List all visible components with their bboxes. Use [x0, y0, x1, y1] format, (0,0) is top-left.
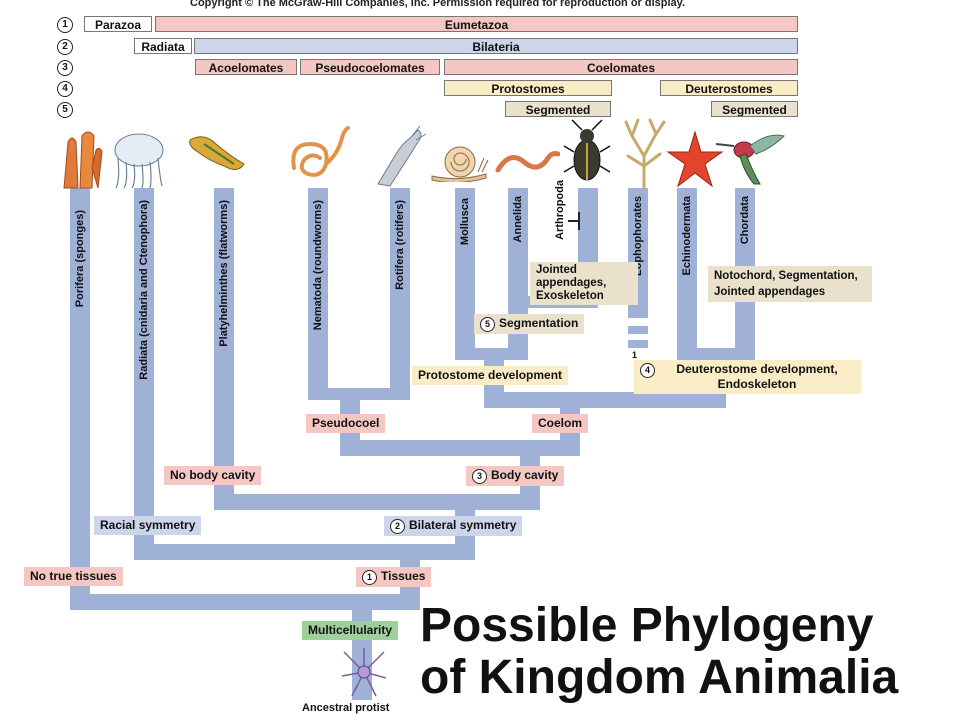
join-coelomates	[484, 392, 726, 408]
title-line-2: of Kingdom Animalia	[420, 651, 899, 704]
node-deuterostome-development: 4 Deuterostome development, Endoskeleton	[634, 360, 861, 394]
row-number-1: 1	[57, 17, 73, 33]
segmentation-label: Segmentation	[499, 316, 579, 330]
ancestral-protist-label: Ancestral protist	[302, 702, 390, 714]
jellyfish-icon	[114, 133, 164, 189]
roundworm-icon	[291, 126, 350, 177]
taxon-mollusca: Mollusca	[459, 198, 471, 246]
taxon-radiata: Radiata (cnidaria and Ctenophora)	[138, 200, 150, 380]
row-number-4: 4	[57, 81, 73, 97]
body-cavity-label: Body cavity	[491, 468, 559, 482]
taxon-echinodermata: Echinodermata	[681, 196, 693, 276]
row-number-5: 5	[57, 102, 73, 118]
deuterostome-number: 4	[640, 363, 655, 378]
bilateral-number: 2	[390, 519, 405, 534]
branch-mollusca	[455, 188, 475, 360]
join-animalia	[70, 594, 420, 610]
bilateria-bar: Bilateria	[194, 38, 798, 54]
sponge-icon	[63, 131, 103, 189]
branch-nematoda	[308, 188, 328, 398]
eumetazoa-bar: Eumetazoa	[155, 16, 798, 32]
snail-icon	[431, 146, 489, 182]
branch-porifera	[70, 188, 90, 608]
branch-platyhelminthes	[214, 188, 234, 508]
node-multicellularity: Multicellularity	[302, 621, 399, 640]
pseudocoelomates-bar: Pseudocoelomates	[300, 59, 440, 75]
arthropoda-tick	[568, 220, 580, 222]
beetle-icon	[563, 119, 611, 181]
tissues-label: Tissues	[381, 569, 426, 583]
node-no-true-tissues: No true tissues	[24, 567, 123, 586]
copyright-notice: Copyright © The McGraw-Hill Companies, I…	[190, 0, 686, 9]
flatworm-icon	[189, 136, 245, 170]
sea-star-icon	[666, 130, 724, 188]
segmented-deuterostome-bar: Segmented	[711, 101, 798, 117]
node-tissues: 1 Tissues	[356, 567, 432, 587]
branch-lophophorates-gap2	[628, 340, 648, 348]
taxon-porifera: Porifera (sponges)	[74, 210, 86, 308]
join-bilateral	[214, 494, 540, 510]
small-one-label: 1	[632, 350, 638, 360]
deuterostomes-bar: Deuterostomes	[660, 80, 798, 96]
rotifer-icon	[377, 125, 427, 187]
protostomes-bar: Protostomes	[444, 80, 612, 96]
node-jointed-appendages: Jointed appendages, Exoskeleton	[530, 262, 638, 305]
parazoa-bar: Parazoa	[84, 16, 152, 32]
join-eumetazoa	[134, 544, 475, 560]
taxon-arthropoda: Arthropoda	[554, 180, 566, 240]
join-body-cavity	[340, 440, 580, 456]
row-number-2: 2	[57, 39, 73, 55]
node-notochord: Notochord, Segmentation, Jointed appenda…	[708, 266, 872, 302]
taxon-chordata: Chordata	[739, 196, 751, 245]
deuterostome-label: Deuterostome development, Endoskeleton	[676, 362, 838, 391]
diagram-title: Possible Phylogeny of Kingdom Animalia	[420, 600, 898, 704]
node-coelom: Coelom	[532, 414, 589, 433]
acoelomates-bar: Acoelomates	[195, 59, 297, 75]
title-line-1: Possible Phylogeny	[420, 599, 874, 652]
bilateral-label: Bilateral symmetry	[409, 518, 517, 532]
body-cavity-number: 3	[472, 469, 487, 484]
arthropoda-tick-vertical	[578, 212, 580, 230]
protist-icon	[341, 648, 387, 697]
segmentation-number: 5	[480, 317, 495, 332]
segmented-protostome-bar: Segmented	[505, 101, 611, 117]
node-protostome-development: Protostome development	[412, 366, 569, 385]
taxon-nematoda: Nematoda (roundworms)	[312, 200, 324, 331]
node-no-body-cavity: No body cavity	[164, 466, 262, 485]
node-body-cavity: 3 Body cavity	[466, 466, 565, 486]
earthworm-icon	[495, 151, 560, 173]
node-bilateral-symmetry: 2 Bilateral symmetry	[384, 516, 523, 536]
taxon-platyhelminthes: Platyhelminthes (flatworms)	[218, 200, 230, 347]
branch-radiata	[134, 188, 154, 558]
radiata-bar: Radiata	[134, 38, 192, 54]
taxon-annelida: Annelida	[512, 196, 524, 243]
branch-rotifera	[390, 188, 410, 398]
node-pseudocoel: Pseudocoel	[306, 414, 386, 433]
coelomates-bar: Coelomates	[444, 59, 798, 75]
tissues-number: 1	[362, 570, 377, 585]
hummingbird-icon	[715, 134, 785, 185]
taxon-rotifera: Rotifera (rotifers)	[394, 200, 406, 290]
node-segmentation: 5 Segmentation	[474, 314, 585, 334]
branch-echinodermata	[677, 188, 697, 360]
bryozoan-icon	[624, 118, 666, 190]
node-radial-symmetry: Racial symmetry	[94, 516, 202, 535]
branch-lophophorates-gap1	[628, 326, 648, 334]
row-number-3: 3	[57, 60, 73, 76]
